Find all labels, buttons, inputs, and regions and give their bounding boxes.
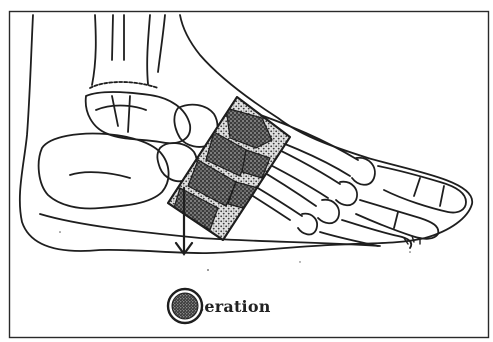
calcaneus xyxy=(39,134,169,209)
fibula-2 xyxy=(158,15,165,72)
stippled-circle-icon xyxy=(165,286,205,326)
tibia xyxy=(92,15,150,85)
mt-head-1 xyxy=(352,158,375,185)
fibula xyxy=(112,15,124,60)
mt-head-3 xyxy=(318,200,339,224)
mt-head-2 xyxy=(336,182,357,206)
mt-head-4 xyxy=(298,214,317,235)
legend: Ulceration xyxy=(165,286,271,326)
